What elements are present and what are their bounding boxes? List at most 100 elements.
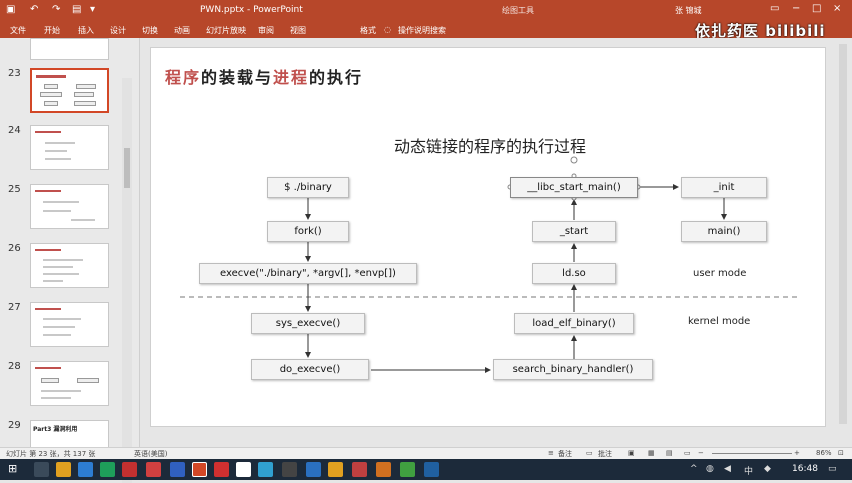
app-icon[interactable] [100,462,115,477]
start-icon[interactable]: ⊞ [8,462,18,475]
box-libc-start-main[interactable]: __libc_start_main() [510,177,638,198]
box-init[interactable]: _init [681,177,767,198]
box-do-execve[interactable]: do_execve() [251,359,369,380]
box-start[interactable]: _start [532,221,616,242]
notification-icon[interactable]: ▭ [828,464,837,474]
box-execve[interactable]: execve("./binary", *argv[], *envp[]) [199,263,417,284]
title-bar: ▣ ↶ ↷ ▤ ▾ PWN.pptx - PowerPoint 绘图工具 张 锦… [0,0,852,22]
close-button[interactable]: × [833,3,842,14]
notes-button[interactable]: 备注 [558,450,572,458]
thumbnail-number: 24 [8,125,21,136]
browser-icon[interactable] [78,462,93,477]
tell-me-search[interactable]: 操作说明搜索 [398,26,446,35]
fit-slide-icon[interactable]: ⊡ [838,449,844,457]
search-icon[interactable] [34,462,49,477]
thumbnail-number: 26 [8,243,21,254]
app-icon[interactable] [424,462,439,477]
app-icon[interactable] [236,462,251,477]
customize-toolbar-icon[interactable]: ▾ [90,4,96,15]
volume-icon[interactable]: ◀ [724,464,731,474]
tab-design[interactable]: 设计 [110,26,126,35]
app-icon[interactable] [328,462,343,477]
zoom-out-icon[interactable]: − [698,449,704,457]
app-icon[interactable] [282,462,297,477]
tab-review[interactable]: 审阅 [258,26,274,35]
thumbnail-scrollbar[interactable] [122,78,132,483]
app-icon[interactable] [352,462,367,477]
comments-icon[interactable]: ▭ [586,449,593,457]
thumbnail-partial[interactable] [30,38,109,60]
slideshow-icon[interactable]: ▤ [72,4,82,15]
app-icon[interactable] [146,462,161,477]
thumbnail-slide-24[interactable] [30,125,109,170]
network-icon[interactable]: ◍ [706,464,714,474]
watermark: 依扎药医 bilibili [695,22,826,40]
slide-thumbnail-pane[interactable]: 23 24 25 26 27 28 [0,38,140,483]
app-icon[interactable] [400,462,415,477]
tab-file[interactable]: 文件 [10,26,26,35]
app-icon[interactable] [306,462,321,477]
box-search-binary-handler[interactable]: search_binary_handler() [493,359,653,380]
box-ld-so[interactable]: ld.so [532,263,616,284]
file-explorer-icon[interactable] [56,462,71,477]
kernel-mode-label[interactable]: kernel mode [688,316,751,327]
tab-view[interactable]: 视图 [290,26,306,35]
reading-view-icon[interactable]: ▤ [666,449,673,457]
box-main[interactable]: main() [681,221,767,242]
comments-button[interactable]: 批注 [598,450,612,458]
tab-home[interactable]: 开始 [44,26,60,35]
tab-transitions[interactable]: 切换 [142,26,158,35]
thumbnail-slide-26[interactable] [30,243,109,288]
zoom-level[interactable]: 86% [816,449,832,457]
language-indicator[interactable]: 英语(美国) [134,450,168,458]
box-fork[interactable]: fork() [267,221,349,242]
app-icon[interactable] [214,462,229,477]
tab-slideshow[interactable]: 幻灯片放映 [206,26,246,35]
undo-icon[interactable]: ↶ [30,4,39,15]
windows-taskbar: ⊞ ^ ◍ ◀ 中 ◆ 16:48 ▭ [0,459,852,480]
tab-insert[interactable]: 插入 [78,26,94,35]
thumbnail-slide-25[interactable] [30,184,109,229]
save-icon[interactable]: ▣ [6,4,16,15]
box-sys-execve[interactable]: sys_execve() [251,313,365,334]
powerpoint-icon[interactable] [192,462,207,477]
sorter-view-icon[interactable]: ▦ [648,449,655,457]
box-load-elf-binary[interactable]: load_elf_binary() [514,313,634,334]
thumbnail-slide-27[interactable] [30,302,109,347]
tray-app-icon[interactable]: ◆ [764,464,771,474]
normal-view-icon[interactable]: ▣ [628,449,635,457]
zoom-slider[interactable] [712,453,792,454]
window-title: PWN.pptx - PowerPoint [200,5,303,15]
user-name[interactable]: 张 锦城 [675,6,702,15]
thumbnail-label: Part3 漏洞利用 [33,426,78,433]
ribbon-display-icon[interactable]: ▭ [770,3,780,14]
scrollbar-handle[interactable] [839,44,847,424]
thumbnail-slide-28[interactable] [30,361,109,406]
slide-vertical-scrollbar[interactable] [836,40,850,445]
zoom-in-icon[interactable]: + [794,449,800,457]
thumbnail-slide-29[interactable]: Part3 漏洞利用 [30,420,109,448]
tab-animations[interactable]: 动画 [174,26,190,35]
maximize-button[interactable]: □ [812,3,822,14]
tab-format[interactable]: 格式 [360,26,376,35]
box-binary[interactable]: $ ./binary [267,177,349,198]
tray-chevron-icon[interactable]: ^ [690,464,698,474]
clock[interactable]: 16:48 [792,464,818,474]
slide-title-part: 的执行 [309,68,364,87]
app-icon[interactable] [376,462,391,477]
app-icon[interactable] [170,462,185,477]
thumbnail-slide-23[interactable] [30,68,109,113]
status-bar: 幻灯片 第 23 张，共 137 张 英语(美国) ≡ 备注 ▭ 批注 ▣ ▦ … [0,447,852,459]
scrollbar-handle[interactable] [124,148,130,188]
ime-icon[interactable]: 中 [744,467,754,477]
diagram-title[interactable]: 动态链接的程序的执行过程 [393,137,586,156]
redo-icon[interactable]: ↷ [52,4,61,15]
app-icon[interactable] [258,462,273,477]
user-mode-label[interactable]: user mode [693,268,747,279]
slide-title-part: 的装载与 [201,68,274,87]
notes-icon[interactable]: ≡ [548,449,554,457]
slideshow-view-icon[interactable]: ▭ [684,449,691,457]
minimize-button[interactable]: − [792,3,801,14]
slide-title[interactable]: 程序的装载与进程的执行 [165,64,363,88]
app-icon[interactable] [122,462,137,477]
